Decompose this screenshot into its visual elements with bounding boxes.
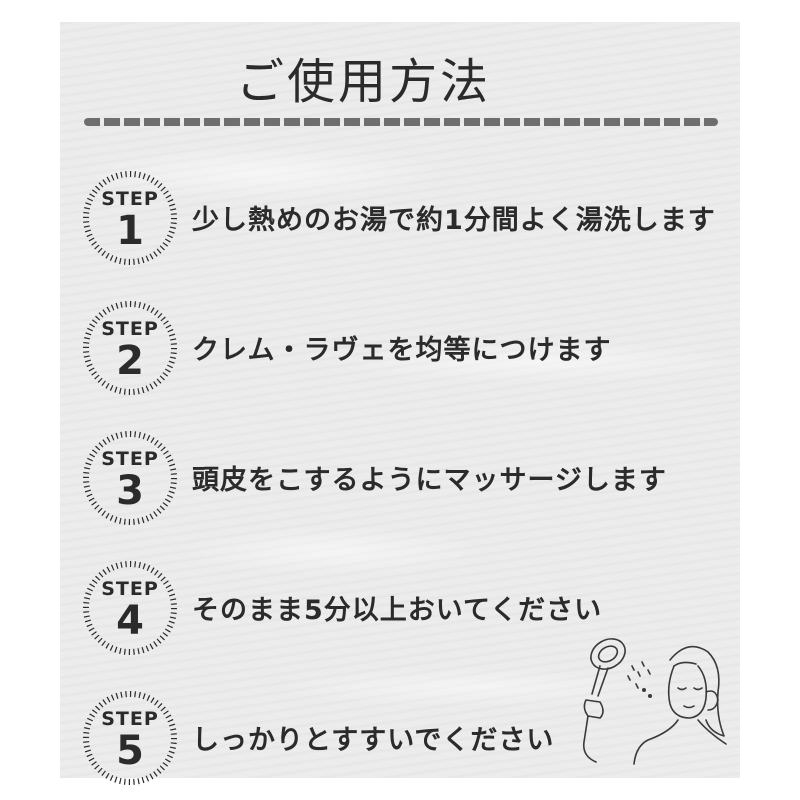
step-number: 1	[116, 208, 144, 254]
step-item-2: STEP 2 クレム・ラヴェを均等につけます	[80, 298, 740, 408]
dotted-ring-icon	[83, 301, 177, 395]
step-item-5: STEP 5 しっかりとすすいでください	[80, 688, 740, 798]
texture-background	[60, 22, 740, 778]
step-badge: STEP 4	[80, 558, 180, 658]
step-badge: STEP 1	[80, 168, 180, 268]
step-item-4: STEP 4 そのまま5分以上おいてください	[80, 558, 740, 668]
dotted-ring-icon	[83, 171, 177, 265]
dotted-ring-icon	[83, 431, 177, 525]
step-label: STEP	[101, 578, 159, 600]
step-text: 頭皮をこするようにマッサージします	[192, 465, 667, 496]
step-badge: STEP 2	[80, 298, 180, 398]
page-title: ご使用方法	[236, 54, 492, 110]
step-number: 5	[116, 728, 144, 774]
step-label: STEP	[101, 448, 159, 470]
step-badge: STEP 5	[80, 688, 180, 788]
step-label: STEP	[101, 318, 159, 340]
step-number: 4	[116, 598, 144, 644]
dotted-ring-icon	[83, 561, 177, 655]
step-item-3: STEP 3 頭皮をこするようにマッサージします	[80, 428, 740, 538]
step-label: STEP	[101, 188, 159, 210]
dashed-divider	[84, 118, 718, 126]
step-badge: STEP 3	[80, 428, 180, 528]
step-text: クレム・ラヴェを均等につけます	[192, 335, 612, 366]
woman-showering-hair-icon	[578, 632, 728, 772]
step-text: そのまま5分以上おいてください	[192, 595, 603, 626]
step-number: 3	[116, 468, 144, 514]
dotted-ring-icon	[83, 691, 177, 785]
step-text: しっかりとすすいでください	[192, 725, 555, 756]
step-label: STEP	[101, 708, 159, 730]
step-number: 2	[116, 338, 144, 384]
step-item-1: STEP 1 少し熱めのお湯で約1分間よく湯洗します	[80, 168, 740, 278]
step-text: 少し熱めのお湯で約1分間よく湯洗します	[192, 205, 716, 236]
